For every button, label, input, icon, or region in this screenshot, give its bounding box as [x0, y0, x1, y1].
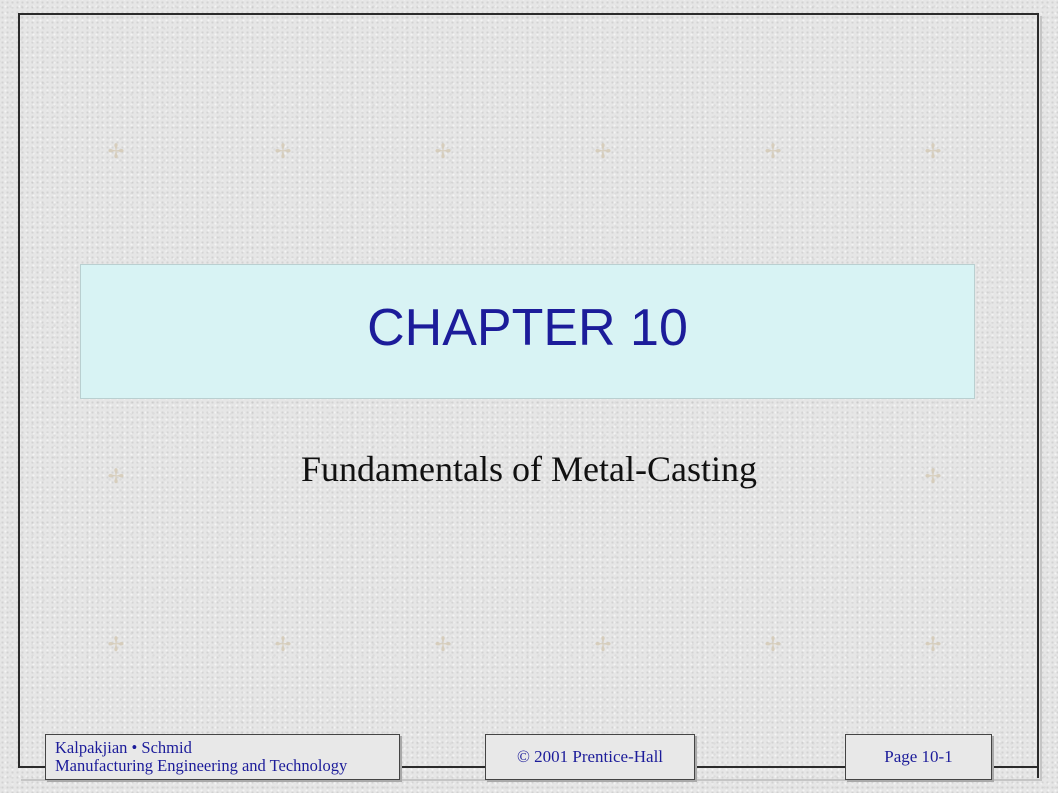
frame-bottom-segment	[400, 766, 485, 768]
footer-book-title: Manufacturing Engineering and Technology	[55, 756, 348, 775]
footer-page-text: Page 10-1	[884, 747, 953, 766]
frame-top	[18, 13, 1039, 15]
background-motif-icon: ✢	[764, 139, 782, 163]
background-motif-icon: ✢	[924, 139, 942, 163]
frame-bottom-segment	[992, 766, 1039, 768]
frame-bottom-segment	[18, 766, 45, 768]
background-motif-icon: ✢	[107, 139, 125, 163]
footer-book-info: Kalpakjian • Schmid Manufacturing Engine…	[45, 734, 400, 780]
footer-authors: Kalpakjian • Schmid	[55, 738, 192, 757]
background-motif-icon: ✢	[594, 139, 612, 163]
background-motif-icon: ✢	[924, 464, 942, 488]
frame-bottom-segment	[695, 766, 845, 768]
frame-right	[1037, 13, 1039, 778]
background-motif-icon: ✢	[764, 632, 782, 656]
chapter-title: CHAPTER 10	[367, 298, 688, 357]
footer-copyright-text: © 2001 Prentice-Hall	[516, 747, 664, 766]
footer-copyright: © 2001 Prentice-Hall	[485, 734, 695, 780]
background-motif-icon: ✢	[594, 632, 612, 656]
title-box: CHAPTER 10	[80, 264, 975, 399]
frame-shadow-bottom	[21, 779, 1042, 781]
background-motif-icon: ✢	[107, 632, 125, 656]
background-motif-icon: ✢	[434, 139, 452, 163]
background-motif-icon: ✢	[274, 139, 292, 163]
background-motif-icon: ✢	[434, 632, 452, 656]
frame-shadow-right	[1040, 16, 1042, 781]
background-motif-icon: ✢	[924, 632, 942, 656]
footer-page-number: Page 10-1	[845, 734, 992, 780]
frame-left	[18, 13, 20, 768]
slide-subtitle: Fundamentals of Metal-Casting	[301, 449, 757, 489]
background-motif-icon: ✢	[107, 464, 125, 488]
background-motif-icon: ✢	[274, 632, 292, 656]
